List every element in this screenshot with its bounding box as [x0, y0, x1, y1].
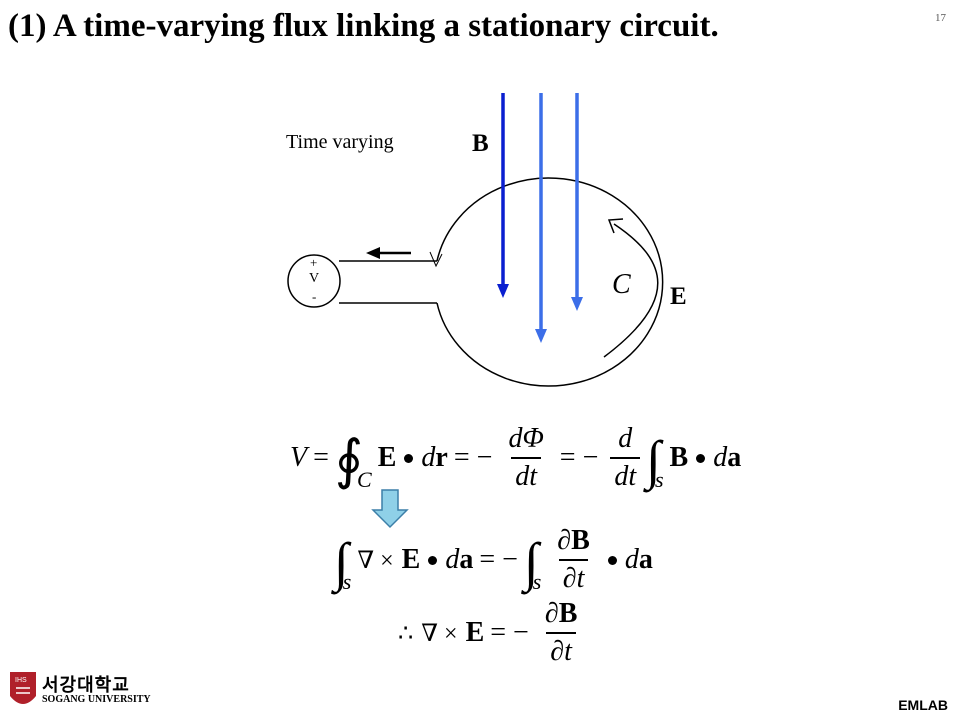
eq2-curl: ∇ × — [357, 547, 394, 574]
eq2-sub-s: s — [342, 569, 352, 594]
eq2-da-a-2: a — [638, 544, 653, 575]
university-name-english: SOGANG UNIVERSITY — [42, 694, 151, 705]
curve-c-label: C — [612, 269, 631, 300]
source-v-label: V — [309, 271, 320, 286]
eq2-partial-t: ∂t — [558, 559, 589, 595]
eq2-da-d-2: d — [624, 544, 639, 575]
b-field-label: B — [472, 130, 489, 157]
eq2-da-d: d — [445, 544, 460, 575]
b-field-arrowhead-1 — [497, 284, 509, 298]
eq2-equals-minus: = − — [479, 544, 518, 575]
eq2-surface-integral-2: ∫ — [523, 532, 539, 592]
eq3-equals-minus: = − — [490, 617, 529, 648]
svg-text:IHS: IHS — [15, 677, 27, 684]
eq1-dphi: dΦ — [508, 423, 544, 454]
time-varying-label: Time varying — [286, 131, 394, 153]
eq1-dr-r: r — [435, 442, 448, 473]
voltage-source — [287, 254, 341, 308]
eq1-dr-d: d — [421, 442, 436, 473]
eq1-da-a: a — [727, 442, 742, 473]
eq3-partial-t: ∂t — [546, 632, 576, 668]
university-logo: IHS 서강대학교 SOGANG UNIVERSITY — [6, 668, 156, 714]
eq1-dt-2: dt — [610, 457, 641, 493]
eq1-frac-dphi-dt: dΦ dt — [504, 423, 547, 493]
source-minus-sign: - — [312, 289, 317, 304]
eq2-dot — [428, 555, 438, 565]
eq1-sub-s: s — [654, 467, 664, 492]
e-field-arc — [603, 223, 659, 358]
eq1-frac-d-dt: d dt — [610, 423, 641, 493]
e-field-arc-head — [607, 218, 624, 234]
eq2-da-a: a — [459, 544, 474, 575]
b-field-arrowhead-3 — [571, 297, 583, 311]
eq1-v: V — [290, 442, 308, 473]
eq1-contour-integral: ∮ — [334, 430, 364, 490]
b-field-arrowhead-2 — [535, 329, 547, 343]
eq2-dot-2 — [607, 555, 617, 565]
university-name-korean: 서강대학교 — [42, 675, 130, 696]
eq3-therefore: ∴ — [398, 620, 414, 647]
eq2-e: E — [401, 544, 421, 575]
eq1-equals-minus: = − — [453, 442, 493, 473]
eq2-sub-s-2: s — [532, 569, 542, 594]
eq1-b: B — [669, 442, 689, 473]
eq1-equals: = — [313, 442, 329, 473]
eq2-partial-b: ∂B — [557, 525, 590, 556]
eq1-e: E — [377, 442, 397, 473]
b-field-lines — [497, 93, 583, 343]
eq1-dot-2 — [696, 453, 706, 463]
current-arrow-head — [366, 247, 380, 259]
eq3-frac-dB-dt: ∂B ∂t — [541, 598, 582, 668]
eq1-da-d: d — [713, 442, 728, 473]
eq1-dt: dt — [511, 457, 541, 493]
eq1-surface-integral: ∫ — [646, 430, 661, 490]
lead-arrow-tip — [429, 251, 443, 268]
eq3-e: E — [465, 617, 485, 648]
eq1-equals-minus-2: = − — [559, 442, 599, 473]
e-field-label: E — [670, 283, 687, 310]
university-seal-icon: IHS — [10, 672, 36, 704]
eq2-surface-integral: ∫ — [334, 532, 349, 592]
circuit-loop — [436, 177, 664, 387]
down-arrow — [371, 489, 409, 529]
equation-maxwell-faraday: ∴ ∇ × E = − ∂B ∂t — [398, 598, 587, 668]
slide-title: (1) A time-varying flux linking a statio… — [8, 8, 719, 44]
eq1-sub-c: C — [357, 467, 372, 492]
page-number: 17 — [935, 12, 946, 24]
source-plus-sign: + — [310, 255, 318, 270]
eq2-frac-dB-dt: ∂B ∂t — [553, 525, 594, 595]
eq1-d: d — [618, 423, 633, 454]
eq3-curl: ∇ × — [421, 620, 458, 647]
footer-emlab: EMLAB — [898, 697, 948, 713]
eq1-dot — [404, 453, 414, 463]
eq3-partial-b: ∂B — [544, 598, 578, 629]
